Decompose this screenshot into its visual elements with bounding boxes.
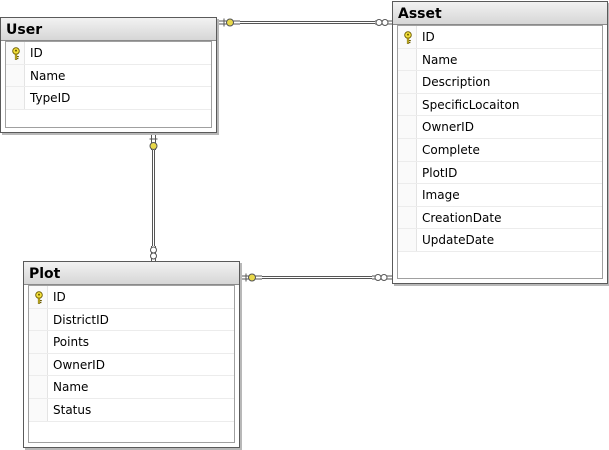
column-row[interactable]: TypeID xyxy=(6,87,211,110)
row-selector[interactable] xyxy=(398,184,417,206)
row-selector[interactable] xyxy=(398,93,417,116)
row-selector[interactable] xyxy=(398,48,417,71)
row-selector[interactable] xyxy=(6,64,25,87)
row-selector[interactable] xyxy=(29,331,48,353)
column-name: PlotID xyxy=(422,165,458,180)
column-name: ID xyxy=(30,46,43,60)
column-row[interactable]: PlotID xyxy=(398,161,602,185)
column-name: UpdateDate xyxy=(422,233,495,248)
column-name: Complete xyxy=(422,142,480,157)
row-selector[interactable] xyxy=(6,87,25,109)
column-name: SpecificLocaiton xyxy=(422,97,520,112)
user-table-title[interactable]: User xyxy=(1,18,216,41)
many-end-icon xyxy=(150,246,157,254)
primary-key-icon xyxy=(404,31,412,44)
row-selector[interactable] xyxy=(29,308,48,331)
column-name: Name xyxy=(30,68,66,83)
column-row[interactable]: Name xyxy=(398,48,602,72)
row-selector[interactable] xyxy=(29,376,48,398)
column-name: Name xyxy=(422,52,458,67)
column-name: Image xyxy=(422,188,460,203)
column-name: Points xyxy=(53,335,90,350)
column-name: Name xyxy=(53,380,89,395)
column-row[interactable]: DistrictID xyxy=(29,308,234,332)
column-row[interactable]: OwnerID xyxy=(398,116,602,139)
row-selector[interactable] xyxy=(29,353,48,376)
row-selector[interactable] xyxy=(398,161,417,184)
one-end-icon xyxy=(149,142,158,150)
column-row[interactable]: Complete xyxy=(398,138,602,162)
column-name: OwnerID xyxy=(422,120,474,135)
column-row[interactable]: Points xyxy=(29,331,234,354)
column-name: ID xyxy=(53,290,66,304)
row-selector[interactable] xyxy=(398,206,417,229)
row-selector[interactable] xyxy=(398,116,417,138)
row-selector[interactable] xyxy=(398,229,417,251)
column-row[interactable]: ID xyxy=(29,286,234,309)
column-name: TypeID xyxy=(30,91,71,106)
column-row[interactable]: CreationDate xyxy=(398,206,602,230)
row-selector[interactable] xyxy=(398,138,417,161)
primary-key-icon xyxy=(35,291,43,304)
column-row[interactable]: ID xyxy=(6,42,211,65)
column-name: Status xyxy=(53,402,92,417)
one-end-icon xyxy=(226,18,234,27)
column-name: OwnerID xyxy=(53,357,105,372)
column-row[interactable]: SpecificLocaiton xyxy=(398,93,602,117)
column-name: ID xyxy=(422,30,435,44)
column-row[interactable]: UpdateDate xyxy=(398,229,602,252)
column-row[interactable]: ID xyxy=(398,26,602,49)
row-selector[interactable] xyxy=(398,71,417,93)
many-end-icon xyxy=(374,274,382,281)
relationship-user-plot[interactable] xyxy=(149,134,158,261)
column-row[interactable]: Description xyxy=(398,71,602,94)
plot-table-title[interactable]: Plot xyxy=(24,262,239,285)
column-row[interactable]: OwnerID xyxy=(29,353,234,377)
column-row[interactable]: Image xyxy=(398,184,602,207)
row-selector[interactable] xyxy=(29,398,48,421)
column-name: DistrictID xyxy=(53,312,109,327)
asset-table-title[interactable]: Asset xyxy=(393,2,607,25)
relationship-plot-asset[interactable] xyxy=(240,273,392,282)
column-name: CreationDate xyxy=(422,210,502,225)
one-end-icon xyxy=(248,273,256,282)
many-end-icon xyxy=(375,19,383,26)
primary-key-icon xyxy=(12,47,20,60)
column-name: Description xyxy=(422,75,491,90)
column-row[interactable]: Status xyxy=(29,398,234,422)
column-row[interactable]: Name xyxy=(6,64,211,88)
column-row[interactable]: Name xyxy=(29,376,234,399)
relationship-user-asset[interactable] xyxy=(217,18,392,27)
